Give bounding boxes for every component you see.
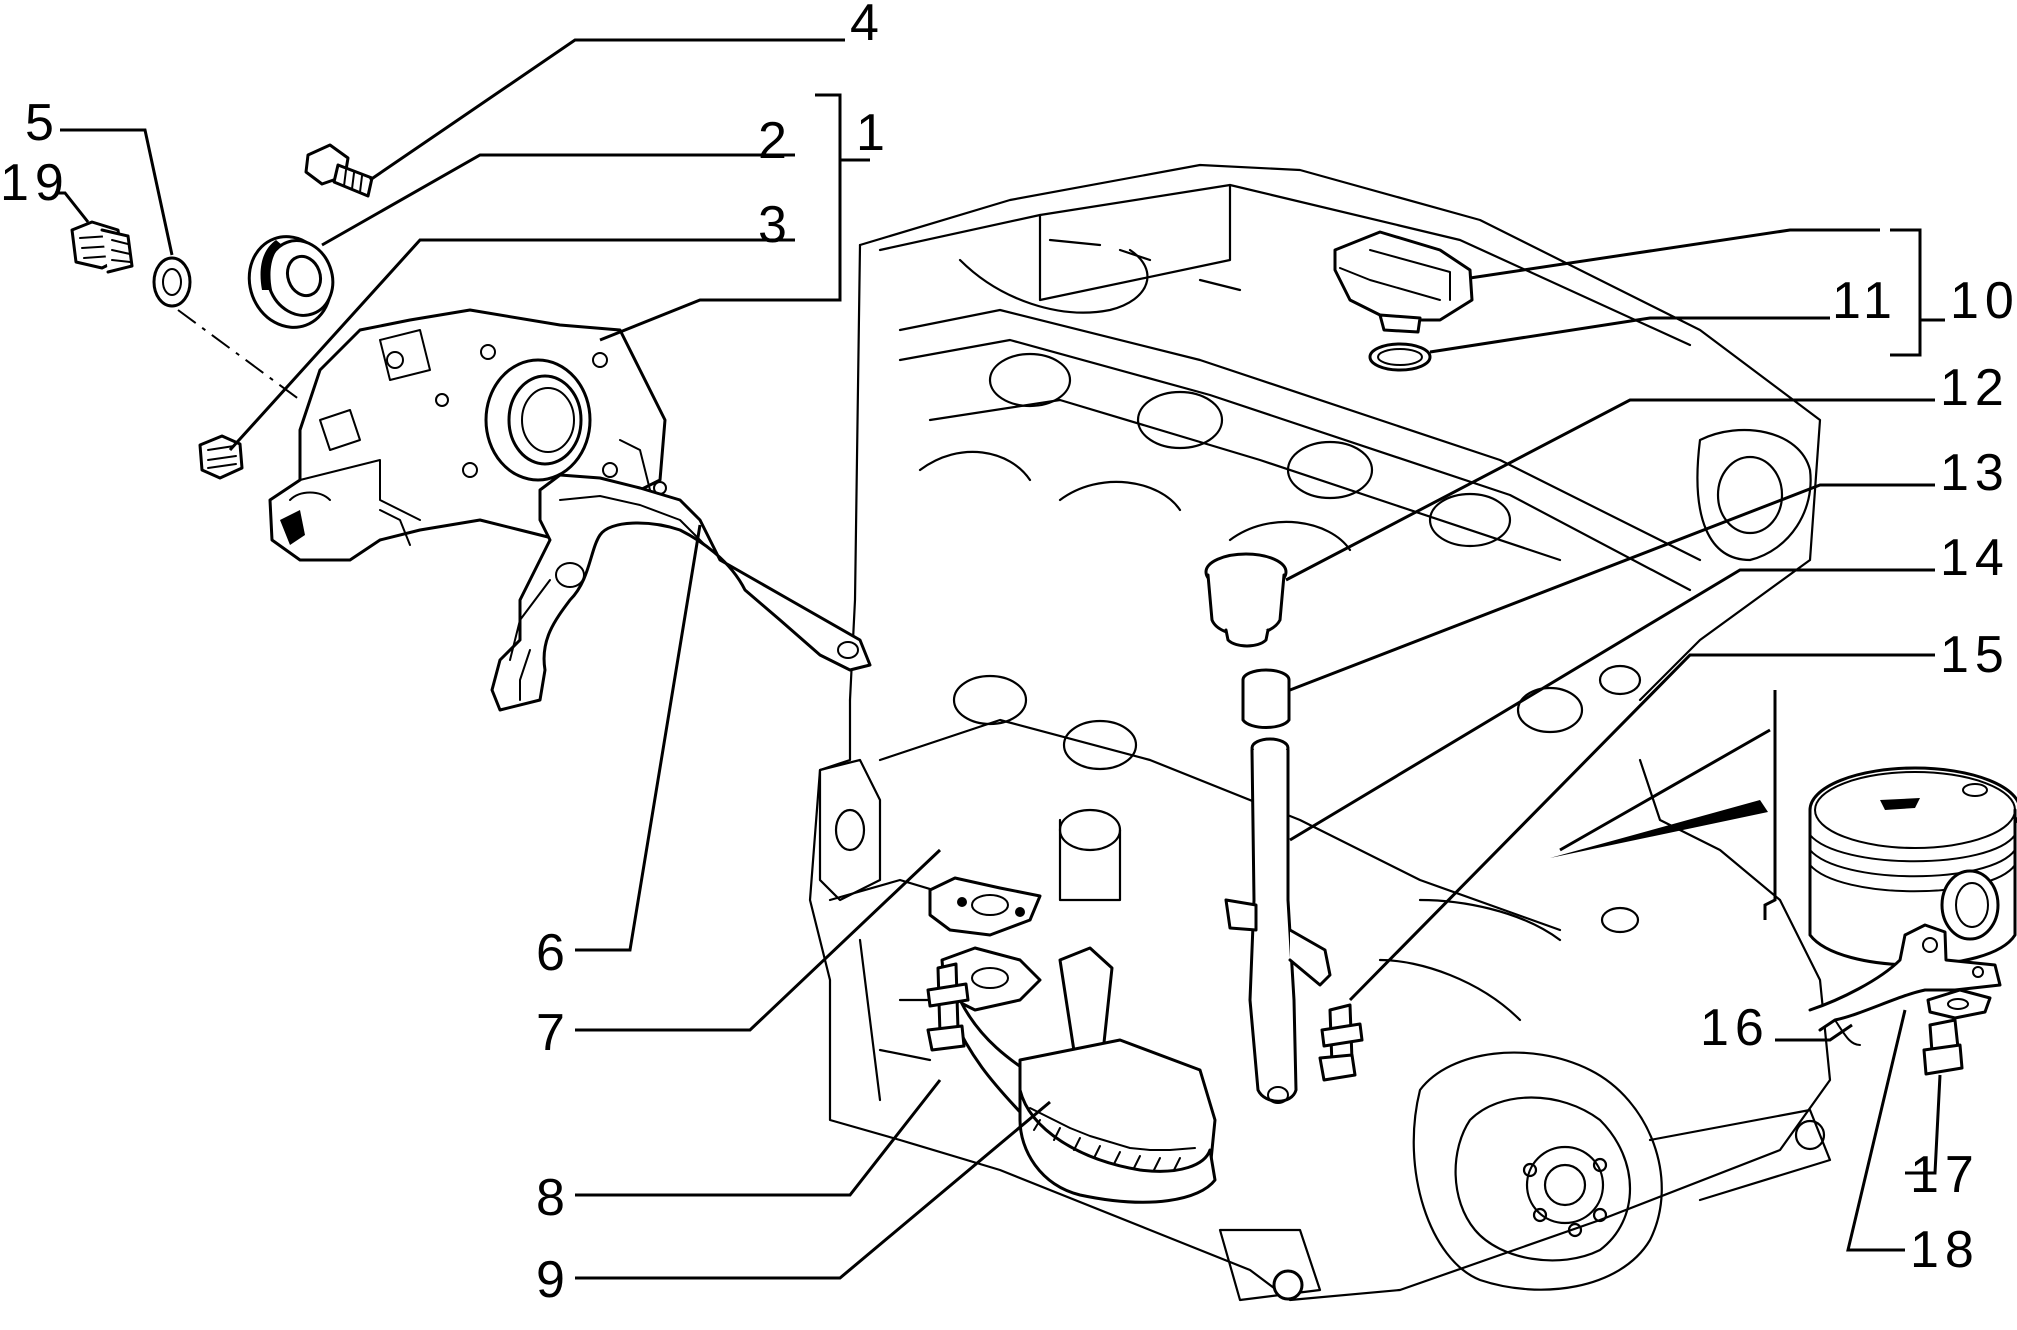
gasket-7 <box>928 876 1042 1012</box>
oil-jet-16 <box>1808 923 2002 1046</box>
piston <box>1550 690 2017 967</box>
drain-plug-19 <box>70 220 134 274</box>
callout-16: 16 <box>1700 999 1770 1057</box>
callout-18: 18 <box>1910 1221 1980 1279</box>
callout-7: 7 <box>536 1004 571 1062</box>
callout-9: 9 <box>536 1251 571 1309</box>
oil-seal-2 <box>247 235 335 329</box>
leader-lines <box>55 38 1945 1280</box>
gasket-6 <box>490 473 872 712</box>
seal-ring-11 <box>1368 342 1432 372</box>
sleeve-13 <box>1241 668 1291 729</box>
cap-12 <box>1204 552 1288 648</box>
callout-19: 19 <box>0 154 70 212</box>
oil-filler-cap-10 <box>1333 230 1474 334</box>
callout-3: 3 <box>758 196 793 254</box>
bolt-4 <box>304 143 374 198</box>
callout-17: 17 <box>1910 1146 1980 1204</box>
callout-13: 13 <box>1940 444 2010 502</box>
callout-4: 4 <box>850 0 885 52</box>
callout-11: 11 <box>1832 272 1898 330</box>
callout-2: 2 <box>758 112 793 170</box>
assembly-axis-line <box>177 309 301 401</box>
callout-8: 8 <box>536 1169 571 1227</box>
callout-6: 6 <box>536 924 571 982</box>
oil-pickup-9 <box>948 946 1217 1204</box>
bolt-17 <box>1922 1018 1964 1076</box>
bolt-15 <box>1318 1003 1364 1082</box>
callout-12: 12 <box>1940 359 2010 417</box>
callout-10: 10 <box>1950 272 2017 330</box>
dipstick-tube-14 <box>1224 737 1332 1104</box>
washer-18 <box>1926 988 1992 1020</box>
seal-washer-5 <box>152 256 192 308</box>
bolt-8 <box>926 962 970 1052</box>
callout-1: 1 <box>856 104 891 162</box>
callout-14: 14 <box>1940 529 2010 587</box>
engine-block <box>808 163 1832 1302</box>
callout-15: 15 <box>1940 626 2010 684</box>
callout-5: 5 <box>25 94 60 152</box>
